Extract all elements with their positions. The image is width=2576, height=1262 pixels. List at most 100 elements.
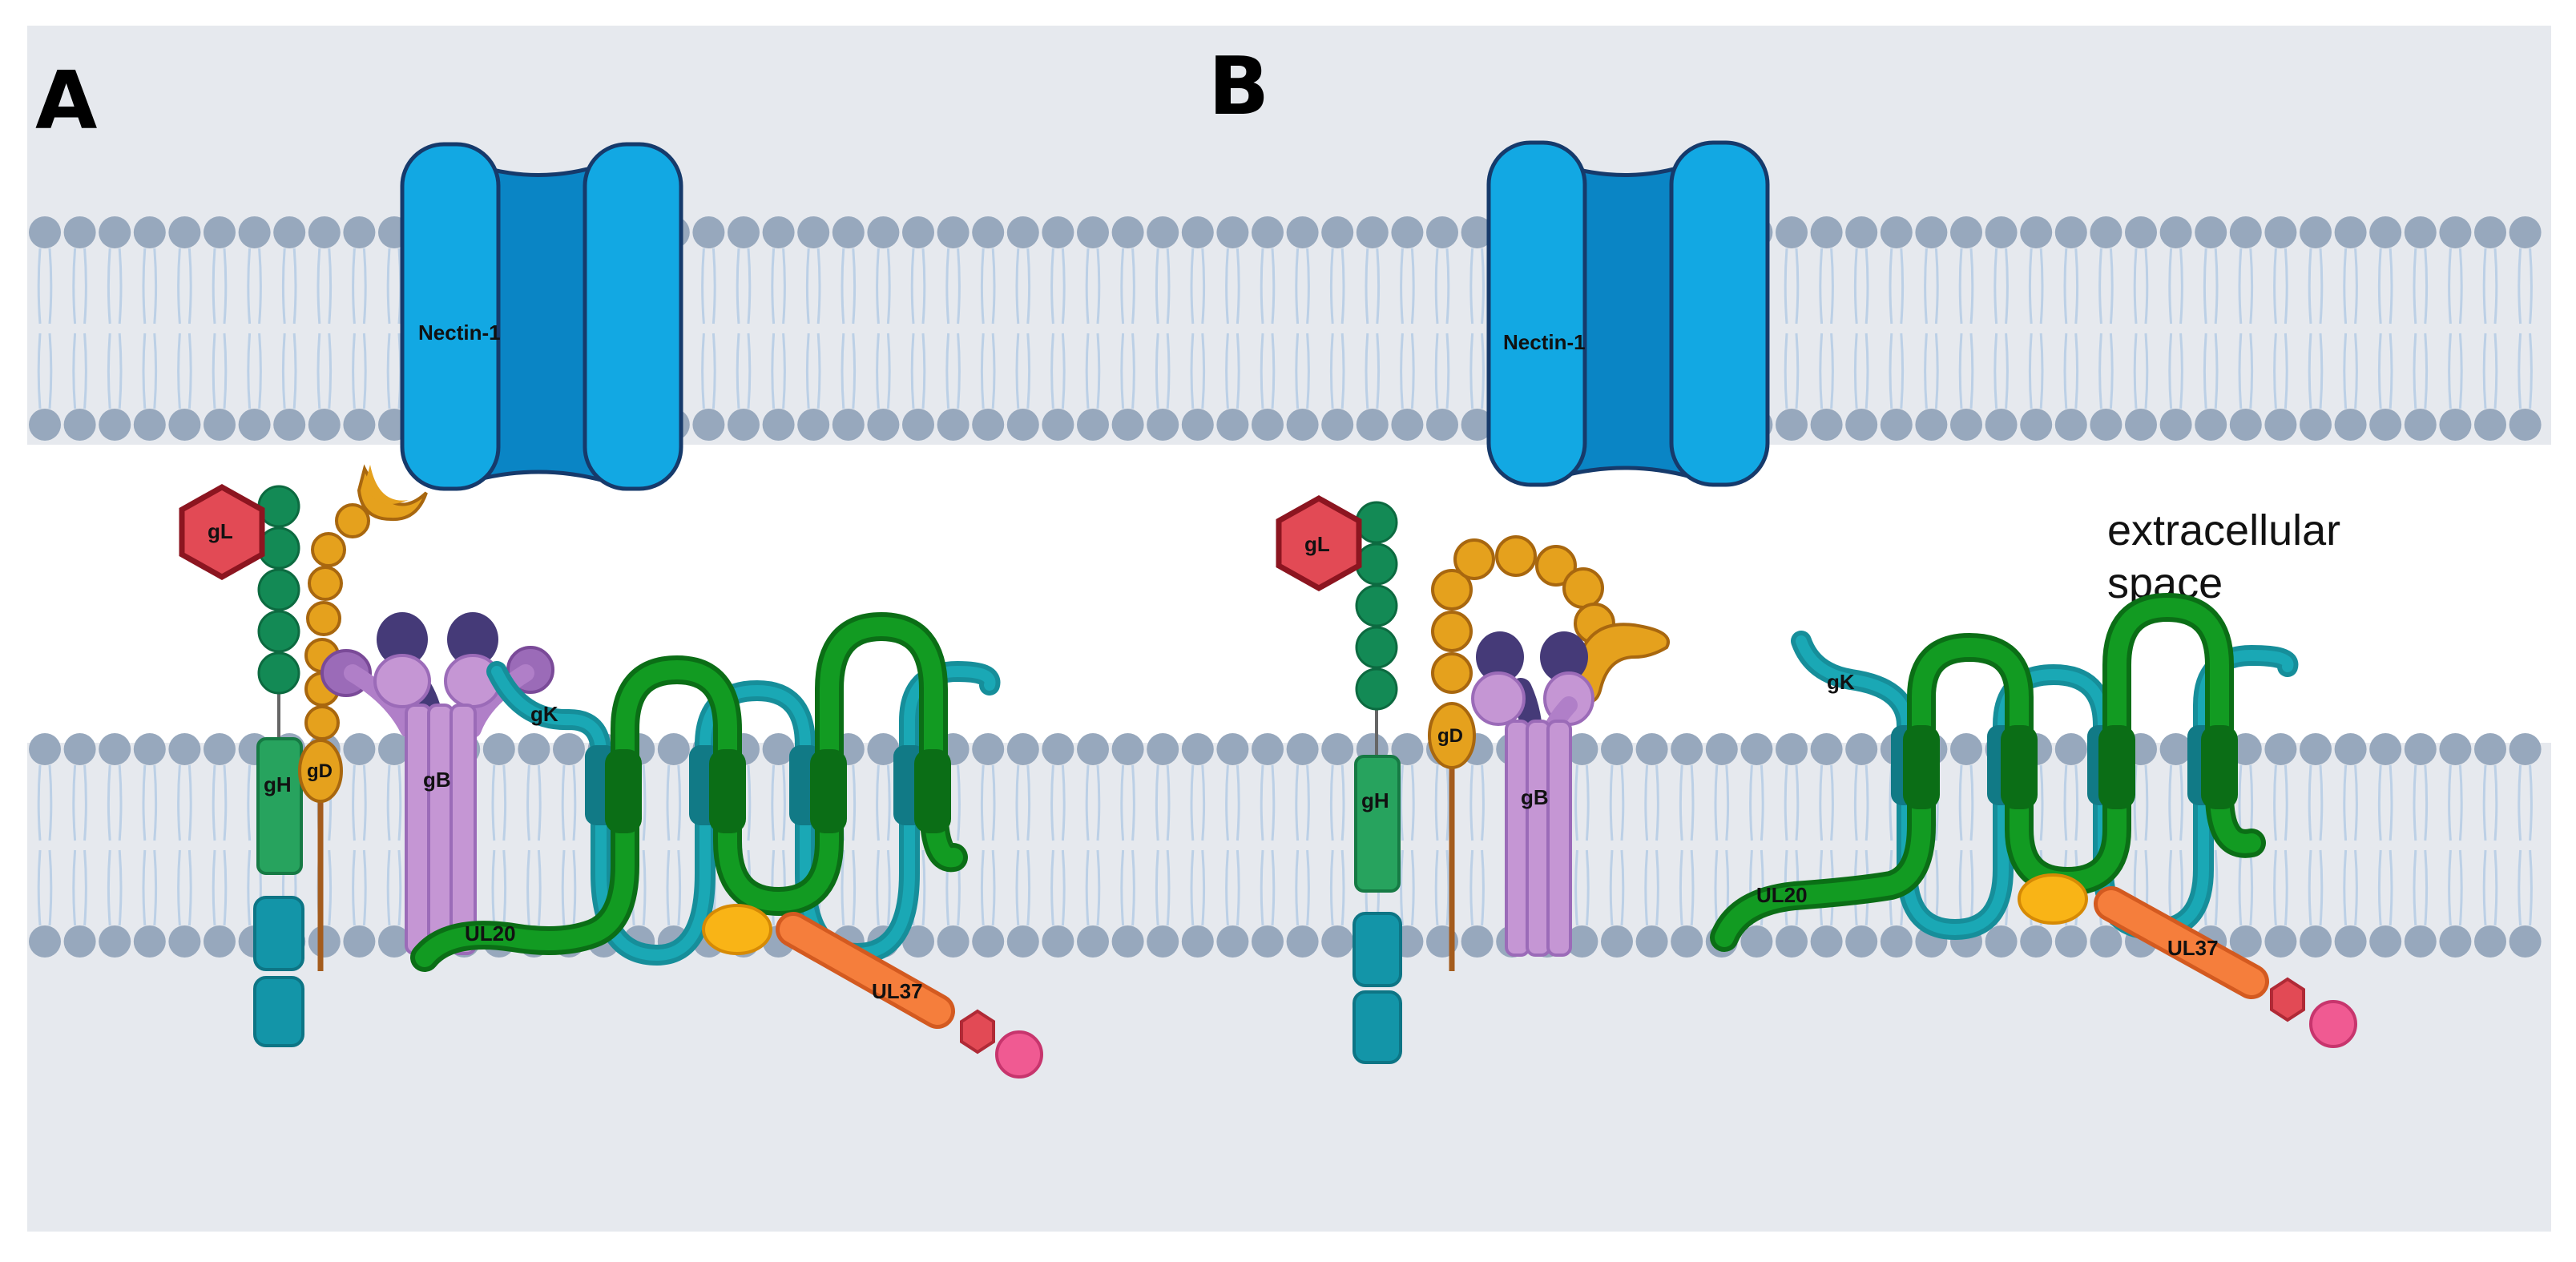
lipid-head (2474, 733, 2506, 765)
lipid-head (1426, 409, 1458, 441)
lipid-head (762, 409, 795, 441)
gl-label-b: gL (1304, 532, 1330, 556)
ul20-a: UL20 (410, 612, 968, 972)
gb-label-b: gB (1521, 785, 1549, 809)
lipid-head (63, 925, 96, 958)
lipid-head (1181, 733, 1214, 765)
lipid-head (1740, 925, 1773, 958)
lipid-head (692, 216, 725, 248)
lipid-head (168, 733, 201, 765)
gl-label-a: gL (208, 519, 233, 543)
lipid-head (2439, 733, 2472, 765)
lipid-head (1077, 216, 1109, 248)
lipid-head (1845, 409, 1878, 441)
lipid-head (133, 925, 166, 958)
lipid-head (728, 409, 760, 441)
lipid-head (1111, 733, 1144, 765)
lipid-head (2229, 925, 2262, 958)
lipid-head (1111, 216, 1144, 248)
ul37-label-b: UL37 (2167, 936, 2219, 960)
gh-gl-complex-a: gL gH (179, 483, 304, 1047)
lipid-head (1635, 925, 1668, 958)
lipid-head (1845, 733, 1878, 765)
lipid-head (343, 733, 376, 765)
lipid-head (2090, 409, 2122, 441)
lipid-head (204, 925, 236, 958)
lipid-head (2369, 409, 2402, 441)
gk-label-b: gK (1827, 670, 1855, 694)
lipid-head (1391, 409, 1424, 441)
lipid-head (1985, 925, 2018, 958)
lipid-head (238, 216, 271, 248)
lipid-head (2334, 733, 2367, 765)
lipid-head (2369, 216, 2402, 248)
lipid-head (1810, 216, 1843, 248)
lipid-head (2509, 216, 2542, 248)
lipid-head (2369, 733, 2402, 765)
lipid-head (1845, 216, 1878, 248)
lipid-head (238, 409, 271, 441)
lipid-head (29, 925, 61, 958)
lipid-head (692, 409, 725, 441)
lipid-head (902, 216, 934, 248)
lipid-head (133, 409, 166, 441)
lipid-head (343, 216, 376, 248)
lipid-head (2439, 216, 2472, 248)
lipid-head (1111, 925, 1144, 958)
lipid-head (29, 409, 61, 441)
lipid-head (1216, 733, 1249, 765)
lipid-head (1252, 216, 1284, 248)
lipid-head (518, 733, 550, 765)
gh-label-a: gH (264, 772, 292, 796)
lipid-head (63, 733, 96, 765)
lipid-head (1147, 925, 1179, 958)
lipid-head (2054, 733, 2087, 765)
lipid-head (29, 216, 61, 248)
lipid-head (2404, 925, 2437, 958)
lipid-head (168, 409, 201, 441)
lipid-head (2090, 216, 2122, 248)
lipid-head (1321, 733, 1354, 765)
lipid-head (2125, 409, 2157, 441)
lipid-head (937, 925, 970, 958)
lipid-head (1286, 925, 1319, 958)
lipid-head (832, 216, 865, 248)
lipid-head (762, 216, 795, 248)
lipid-head (1740, 733, 1773, 765)
lipid-head (2369, 925, 2402, 958)
lipid-head (1321, 409, 1354, 441)
lipid-head (1601, 733, 1633, 765)
lipid-head (1286, 409, 1319, 441)
lipid-head (1810, 733, 1843, 765)
lipid-head (1391, 733, 1424, 765)
lipid-head (1006, 216, 1039, 248)
gk-label-a: gK (530, 702, 558, 726)
lipid-head (2474, 216, 2506, 248)
lipid-head (1252, 409, 1284, 441)
panel-b: B Nectin-1 extracellular space gL gH (1208, 39, 2357, 1064)
lipid-head (1042, 216, 1074, 248)
lipid-head (1147, 216, 1179, 248)
lipid-head (99, 925, 131, 958)
lipid-head (2125, 216, 2157, 248)
lipid-head (204, 216, 236, 248)
lipid-head (2054, 216, 2087, 248)
lipid-head (1356, 409, 1389, 441)
lipid-head (1006, 409, 1039, 441)
lipid-head (2509, 409, 2542, 441)
lipid-head (797, 409, 830, 441)
lipid-head (2439, 409, 2472, 441)
lipid-head (867, 409, 900, 441)
lipid-head (902, 409, 934, 441)
gd-label-b: gD (1437, 725, 1463, 747)
lipid-head (482, 733, 515, 765)
lipid-head (902, 925, 934, 958)
lipid-head (2334, 409, 2367, 441)
lipid-head (1077, 733, 1109, 765)
lipid-head (204, 733, 236, 765)
panel-a-letter: A (35, 54, 97, 147)
lipid-head (1006, 733, 1039, 765)
ul37-label-a: UL37 (872, 979, 923, 1003)
lipid-head (2509, 733, 2542, 765)
